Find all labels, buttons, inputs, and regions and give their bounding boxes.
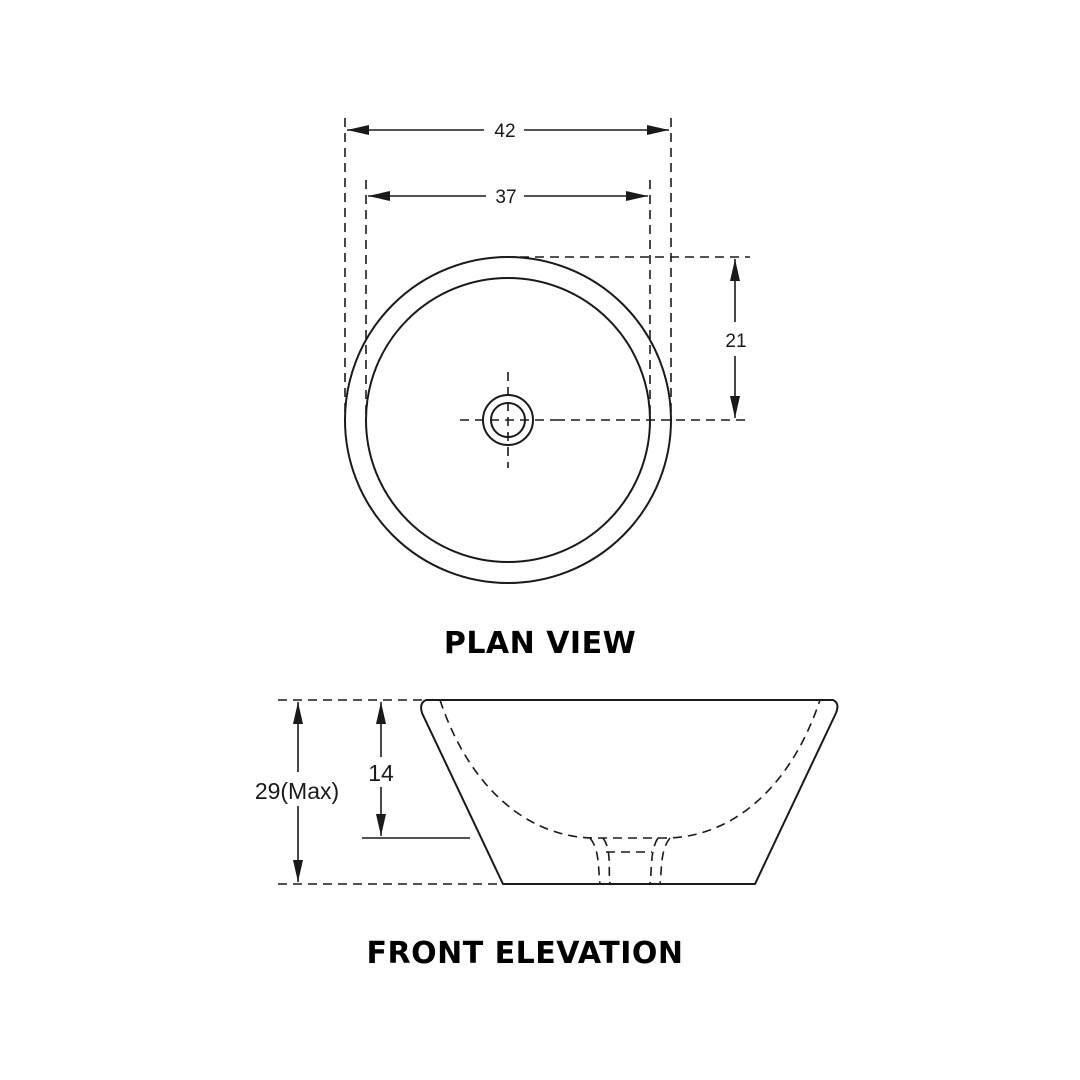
front-elevation: 29(Max) 14 — [240, 699, 839, 885]
dimension-21-label: 21 — [725, 331, 746, 352]
drain-outlet-hidden — [589, 837, 671, 885]
dimension-29-max: 29(Max) — [240, 702, 352, 882]
dimension-37: 37 — [368, 187, 648, 208]
dimension-21: 21 — [725, 259, 747, 418]
plan-view-title: PLAN VIEW — [443, 626, 637, 661]
dimension-37-label: 37 — [495, 187, 516, 208]
dimension-42: 42 — [347, 121, 669, 142]
drain-symbol — [460, 372, 556, 468]
dimension-29-max-label: 29(Max) — [255, 778, 339, 804]
dimension-14-label: 14 — [368, 760, 394, 786]
front-elevation-title: FRONT ELEVATION — [366, 936, 684, 971]
dimension-14: 14 — [364, 702, 398, 836]
bowl-hidden-line — [439, 699, 821, 839]
plan-view: 42 37 21 — [344, 118, 750, 584]
basin-outline — [420, 699, 839, 885]
dimension-42-label: 42 — [494, 121, 515, 142]
